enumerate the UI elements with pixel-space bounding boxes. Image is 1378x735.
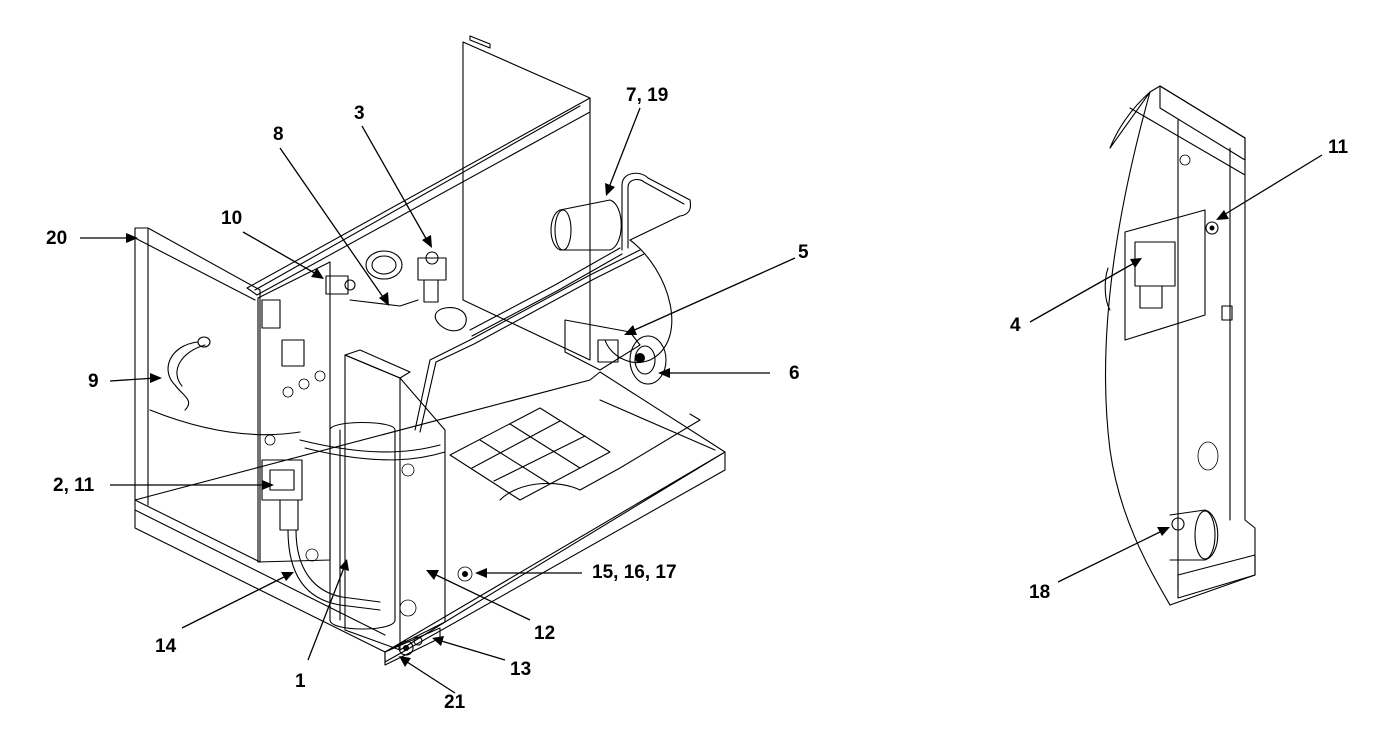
leader-12	[431, 572, 531, 621]
callout-18: 18	[1029, 582, 1051, 603]
callout-6: 6	[789, 363, 800, 384]
leader-5	[629, 257, 796, 333]
callout-10: 10	[221, 208, 243, 229]
leader-8	[279, 147, 386, 301]
main-assembly	[134, 35, 726, 666]
leader-1	[307, 564, 346, 661]
leader-10	[242, 231, 319, 276]
callout-8: 8	[273, 124, 284, 145]
leader-21	[403, 659, 456, 694]
callout-3: 3	[354, 103, 365, 124]
callout-14: 14	[155, 636, 177, 657]
callout-1: 1	[295, 671, 306, 692]
leader-4	[1029, 261, 1137, 323]
side-detail-view	[1104, 85, 1256, 606]
leader-7-19	[607, 107, 641, 191]
callout-4: 4	[1010, 315, 1021, 336]
callout-9: 9	[88, 371, 99, 392]
callout-5: 5	[798, 242, 809, 263]
leader-3	[361, 125, 429, 243]
leader-14	[181, 574, 289, 629]
callout-13: 13	[510, 659, 532, 680]
callout-15-16-17: 15, 16, 17	[592, 562, 677, 583]
callout-20: 20	[46, 228, 68, 249]
callout-21: 21	[444, 692, 466, 713]
leader-lines	[80, 107, 1323, 694]
callout-12: 12	[534, 623, 556, 644]
callout-2-11: 2, 11	[53, 475, 95, 496]
leader-13	[437, 639, 506, 661]
callout-7-19: 7, 19	[626, 85, 669, 106]
leader-11	[1221, 154, 1323, 217]
callout-11: 11	[1328, 137, 1349, 158]
leader-9	[109, 377, 157, 382]
leader-18	[1057, 529, 1165, 583]
